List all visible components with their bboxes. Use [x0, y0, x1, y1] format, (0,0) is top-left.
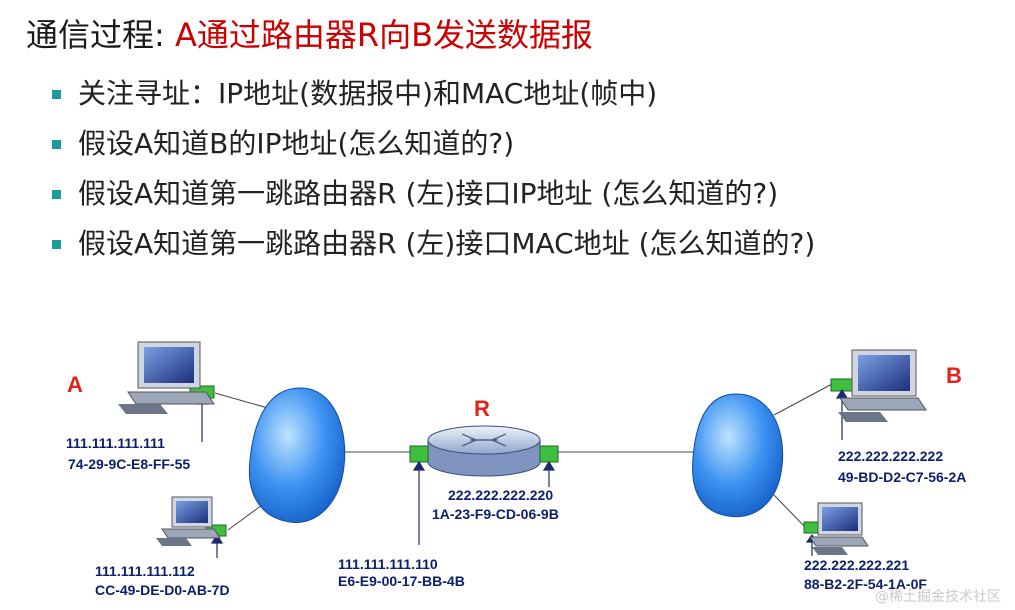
router-left-ip: 111.111.111.110: [338, 556, 438, 572]
bullet-text: 假设A知道第一跳路由器R (左)接口IP地址 (怎么知道的?): [78, 177, 779, 210]
title-prefix: 通信过程:: [26, 16, 175, 54]
host-b-computer-icon: [838, 349, 927, 422]
bullet-list: 关注寻址：IP地址(数据报中)和MAC地址(帧中) 假设A知道B的IP地址(怎么…: [52, 74, 815, 274]
host-b-ip: 222.222.222.222: [838, 448, 943, 464]
watermark: @稀土掘金技术社区: [875, 589, 1001, 605]
left-subnet-cloud: [248, 387, 346, 523]
bullet-item: 假设A知道B的IP地址(怎么知道的?): [52, 124, 815, 174]
bullet-text: 假设A知道B的IP地址(怎么知道的?): [78, 127, 515, 160]
bullet-square-icon: [52, 190, 61, 199]
host-d-ip: 222.222.222.221: [804, 557, 909, 573]
host-b-label: B: [946, 363, 962, 388]
bullet-text: 假设A知道第一跳路由器R (左)接口MAC地址 (怎么知道的?): [78, 227, 816, 260]
bullet-item: 假设A知道第一跳路由器R (左)接口MAC地址 (怎么知道的?): [52, 224, 815, 274]
host-c-computer-icon: [156, 496, 221, 546]
router-left-mac: E6-E9-00-17-BB-4B: [338, 573, 465, 589]
host-a-label: A: [67, 372, 83, 397]
page-title: 通信过程: A通过路由器R向B发送数据报: [26, 10, 593, 56]
router-right-ip: 222.222.222.220: [448, 487, 553, 503]
router-right-mac: 1A-23-F9-CD-06-9B: [432, 506, 559, 522]
host-b-mac: 49-BD-D2-C7-56-2A: [838, 469, 966, 485]
bullet-square-icon: [52, 90, 61, 99]
link-lines: [214, 383, 833, 531]
right-subnet-cloud: [692, 393, 784, 518]
host-a-computer-icon: [118, 341, 215, 414]
bullet-square-icon: [52, 140, 61, 149]
bullet-text: 关注寻址：IP地址(数据报中)和MAC地址(帧中): [78, 77, 658, 110]
bullet-item: 关注寻址：IP地址(数据报中)和MAC地址(帧中): [52, 74, 815, 124]
host-d-mac: 88-B2-2F-54-1A-0F: [804, 576, 927, 592]
router-icon: [427, 425, 541, 477]
host-a-mac: 74-29-9C-E8-FF-55: [68, 456, 190, 472]
bullet-item: 假设A知道第一跳路由器R (左)接口IP地址 (怎么知道的?): [52, 174, 815, 224]
host-c-ip: 111.111.111.112: [95, 563, 195, 579]
router-label: R: [474, 396, 490, 421]
host-a-ip: 111.111.111.111: [66, 435, 165, 451]
host-d-computer-icon: [809, 502, 869, 555]
title-highlight: A通过路由器R向B发送数据报: [174, 16, 594, 54]
host-c-mac: CC-49-DE-D0-AB-7D: [95, 582, 230, 598]
bullet-square-icon: [52, 240, 61, 249]
